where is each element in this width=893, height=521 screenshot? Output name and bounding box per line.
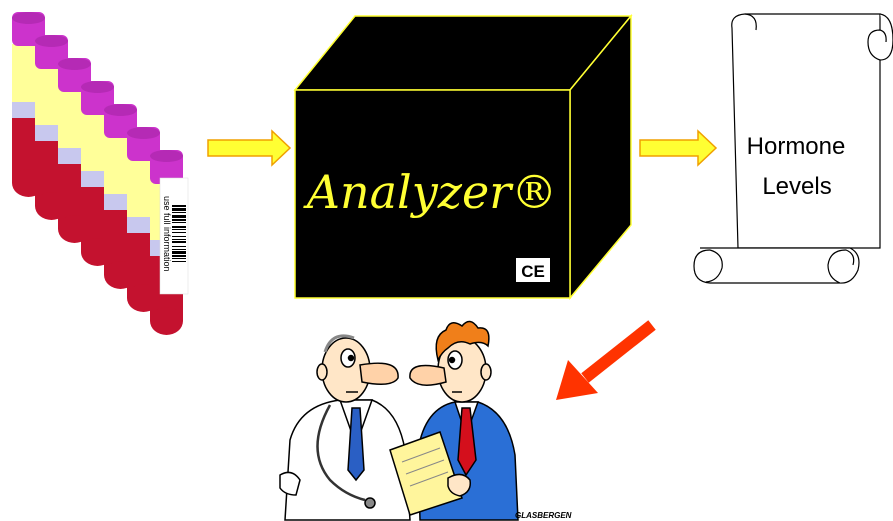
document-icon (389, 431, 463, 516)
blood-tubes-group (12, 12, 183, 335)
barcode-text: use full information (162, 196, 172, 272)
arrow-down-left-icon (556, 320, 656, 400)
analyzer-box: Analyzer® CE (293, 13, 633, 301)
ce-mark: CE (521, 262, 545, 281)
scroll-text-line2: Levels (762, 173, 831, 200)
cartoon-signature: GLASBERGEN (515, 511, 572, 520)
arrow-right-icon (639, 129, 718, 167)
businessman-cartoon-icon (389, 320, 519, 521)
analyzer-label: Analyzer® (303, 165, 557, 219)
doctor-cartoon-icon (279, 334, 411, 521)
barcode-label: use full information (159, 177, 189, 295)
blood-tube-icon (58, 58, 91, 243)
barcode-icon (172, 205, 186, 262)
scroll-icon (693, 13, 893, 284)
ce-mark-box (516, 258, 550, 282)
arrow-right-icon (207, 129, 292, 167)
scroll-text-line1: Hormone (747, 133, 846, 160)
